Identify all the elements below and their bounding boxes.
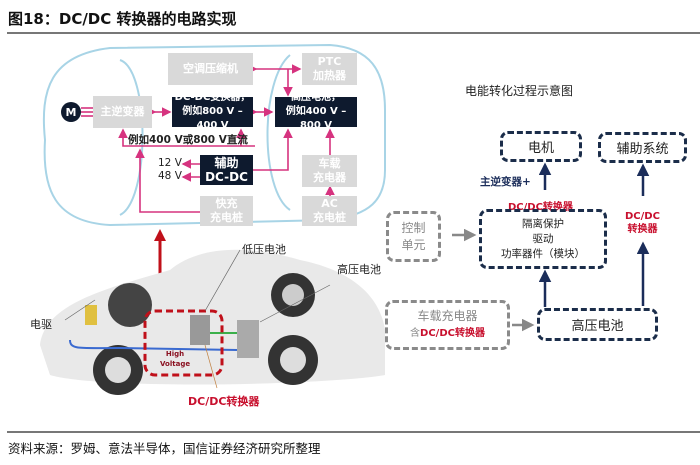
lv-battery-label: 低压电池 xyxy=(242,243,286,256)
label: 例如400 V – 800 V xyxy=(285,106,347,131)
source-note: 资料来源：罗姆、意法半导体，国信证券经济研究所整理 xyxy=(8,441,321,456)
flow-title: 电能转化过程示意图 xyxy=(465,84,574,98)
fast-charger-box: 快充充电桩 xyxy=(200,196,253,226)
aux-system-box: 辅助系统 xyxy=(598,132,687,163)
label: 车载充电器 xyxy=(417,309,478,323)
label: 充电桩 xyxy=(210,211,243,224)
label: 加热器 xyxy=(313,69,346,82)
label: Voltage xyxy=(160,360,191,368)
obc-flow-box: 车载充电器含DC/DC转换器 xyxy=(385,300,510,350)
label: 含 xyxy=(410,328,421,339)
edrive-label: 电驱 xyxy=(30,318,52,331)
obc-box: 车载充电器 xyxy=(302,155,357,187)
label: AC xyxy=(321,197,338,210)
label: 隔离保护 xyxy=(522,217,564,230)
figure-title: 图18：DC/DC 转换器的电路实现 xyxy=(8,10,237,28)
obc-contains: 含DC/DC转换器 xyxy=(410,325,485,342)
title-rule xyxy=(7,32,700,34)
label: 例如800 V – 400 V xyxy=(182,106,243,131)
label: 驱动 xyxy=(532,232,554,245)
dc-bus-label: 例如400 V或800 V直流 xyxy=(128,134,248,146)
label: DC-DC xyxy=(205,170,248,184)
label: DC/DC xyxy=(625,211,660,222)
dcdc-converter-box: DC-DC变换器， 例如800 V – 400 V xyxy=(172,92,253,131)
label: PTC xyxy=(317,55,342,68)
dcdc-converter-label: DC/DC转换器 xyxy=(188,395,260,408)
label: 高压电池， xyxy=(291,92,341,103)
dcdc-side-label: DC/DC 转换器 xyxy=(625,210,660,236)
main-inverter-label: 主逆变器+ xyxy=(480,176,531,188)
label: DC/DC转换器 xyxy=(420,328,485,339)
label: High xyxy=(165,350,185,358)
power-module-box: 隔离保护驱动功率器件（模块） xyxy=(479,209,607,269)
label: 辅助 xyxy=(214,156,239,170)
hv-battery-flow-box: 高压电池 xyxy=(537,308,658,341)
ac-compressor-box: 空调压缩机 xyxy=(168,53,253,85)
hv-battery-box: 高压电池， 例如400 V – 800 V xyxy=(275,92,357,131)
control-unit-box: 控制单元 xyxy=(386,211,441,262)
label: 功率器件（模块） xyxy=(501,247,585,260)
label: 充电器 xyxy=(313,171,346,184)
48v-label: 48 V xyxy=(158,170,182,182)
power-connections xyxy=(81,64,335,213)
motor-box: 电机 xyxy=(500,131,582,162)
label: 电机 xyxy=(527,141,554,156)
dcdc-red-label: DC/DC转换器 xyxy=(508,202,573,213)
motor-symbol: M xyxy=(61,102,81,122)
label: 快充 xyxy=(215,197,238,210)
label: 充电桩 xyxy=(313,211,346,224)
label: 主逆变器 xyxy=(100,105,145,118)
footer-rule xyxy=(7,431,700,433)
label: 空调压缩机 xyxy=(183,62,238,75)
main-inverter-box: 主逆变器 xyxy=(93,96,152,128)
12v-label: 12 V xyxy=(158,157,182,169)
car-sideview xyxy=(40,249,385,395)
hv-battery-label: 高压电池 xyxy=(337,263,381,276)
label: DC-DC变换器， xyxy=(174,92,251,103)
label: 控制 xyxy=(401,220,426,235)
label: 转换器 xyxy=(627,224,658,235)
label: 单元 xyxy=(401,237,426,252)
label: 高压电池 xyxy=(571,319,624,334)
label: 辅助系统 xyxy=(616,142,669,157)
label: 车载 xyxy=(318,157,341,170)
